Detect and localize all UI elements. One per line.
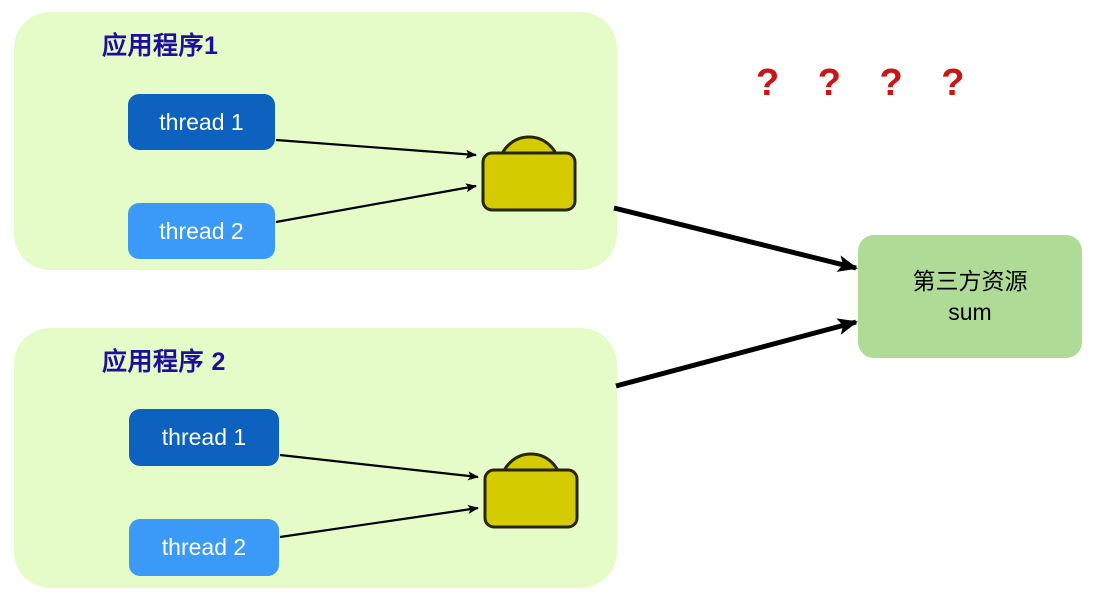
shared-resource-line-2: sum [948,298,992,325]
panel-2-thread-1-label: thread 1 [161,424,247,450]
application-panel-1-title: 应用程序1 [102,32,219,60]
arrow-panel2-to-resource [615,318,858,389]
lock-icon [481,135,577,212]
panel-1-thread-1-box[interactable]: thread 1 [128,94,275,150]
arrow-panel1-to-resource [613,205,858,272]
panel-2-thread-2-box[interactable]: thread 2 [129,519,279,576]
panel-1-thread-2-box[interactable]: thread 2 [128,203,275,259]
lock-icon [483,452,579,529]
panel-2-thread-1-box[interactable]: thread 1 [129,409,279,466]
panel-1-thread-1-label: thread 1 [159,108,244,135]
panel-1-thread-2-label: thread 2 [159,217,244,244]
application-panel-2-title: 应用程序 2 [102,348,226,376]
shared-resource-line-1: 第三方资源 [912,268,1028,295]
shared-resource-box[interactable]: 第三方资源 sum [858,235,1082,358]
panel-2-thread-2-label: thread 2 [161,534,247,560]
question-marks-annotation: ? ? ? ? [756,62,979,104]
